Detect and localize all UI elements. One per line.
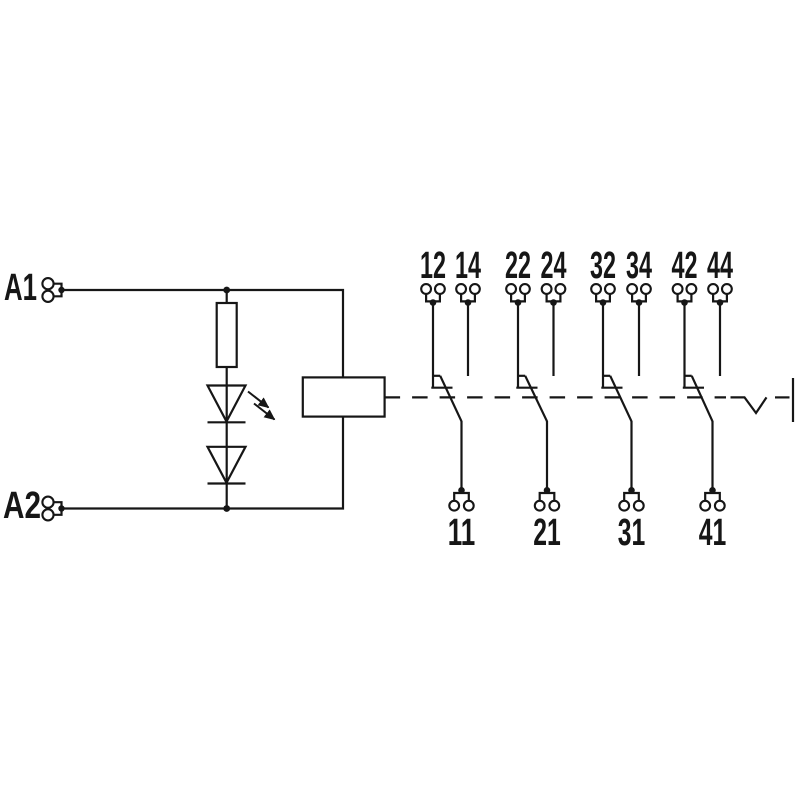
terminal-a2-node: [58, 505, 65, 512]
terminal-34-clamp-right: [639, 283, 652, 295]
terminal-42: 42: [672, 245, 698, 306]
terminal-11-bracket: [453, 491, 470, 501]
terminal-12: 12: [420, 245, 446, 306]
terminal-31-clamp-right: [632, 499, 645, 512]
terminal-22-label: 22: [505, 245, 531, 287]
terminal-31-label: 31: [618, 512, 646, 554]
terminal-31-bracket: [623, 491, 640, 501]
relay-pole-3: 32 34 31: [590, 245, 652, 554]
terminal-44-clamp-left: [707, 283, 720, 295]
terminal-31: 31: [618, 487, 646, 554]
terminal-41-clamp-right: [713, 499, 726, 512]
terminal-21: 21: [533, 487, 561, 554]
terminal-41: 41: [699, 487, 727, 554]
led-arrow-2: [253, 402, 276, 421]
terminal-12-clamp-left: [420, 283, 433, 295]
terminal-14-clamp-right: [468, 283, 481, 295]
terminal-a1-clamp-lower: [41, 289, 55, 303]
terminal-42-clamp-left: [671, 283, 684, 295]
terminal-24: 24: [541, 245, 567, 306]
terminal-44: 44: [707, 245, 733, 306]
relay-pole-1: 12 14 11: [420, 245, 481, 554]
terminal-24-clamp-right: [554, 283, 567, 295]
led-emission-arrows-icon: [247, 390, 276, 421]
terminal-a2: A2: [3, 485, 65, 527]
terminal-42-clamp-right: [685, 283, 698, 295]
coil-input-circuit: A1 A2: [3, 267, 386, 527]
terminal-14-label: 14: [455, 245, 481, 287]
terminal-24-clamp-left: [540, 283, 553, 295]
terminal-12-label: 12: [420, 245, 446, 287]
terminal-14-clamp-left: [455, 283, 468, 295]
terminal-a1-label: A1: [4, 267, 37, 309]
terminal-24-label: 24: [541, 245, 567, 287]
diode-icon: [205, 445, 248, 486]
terminal-32-clamp-left: [590, 283, 603, 295]
terminal-32-clamp-right: [603, 283, 616, 295]
relay-coil-icon: [301, 376, 386, 418]
terminal-34-clamp-left: [626, 283, 639, 295]
terminal-21-clamp-left: [533, 499, 546, 512]
terminal-32-label: 32: [590, 245, 616, 287]
terminal-a1-node: [58, 286, 65, 294]
terminal-11: 11: [448, 487, 476, 554]
led-diode-icon: [205, 384, 248, 424]
pole-4-contact-arm: [690, 375, 714, 422]
terminal-11-label: 11: [448, 512, 476, 554]
terminal-a2-clamp-upper: [41, 495, 55, 509]
terminal-21-bracket: [538, 491, 556, 501]
terminal-a2-clamp-lower: [41, 508, 55, 522]
pole-2-contact-arm: [524, 375, 548, 422]
terminal-41-label: 41: [699, 512, 727, 554]
relay-pole-2: 22 24 21: [505, 245, 567, 554]
terminal-34-label: 34: [626, 245, 652, 287]
terminal-42-label: 42: [672, 245, 698, 287]
led-arrow-1: [247, 390, 270, 409]
terminal-a1: A1: [4, 267, 65, 309]
pole-3-contact-arm: [609, 375, 633, 422]
junction-dot-bottom: [223, 505, 231, 512]
supply-loop-wire: [61, 288, 345, 510]
terminal-31-clamp-left: [618, 499, 631, 512]
terminal-41-bracket: [704, 491, 721, 501]
terminal-22-clamp-right: [518, 283, 531, 295]
terminal-a2-label: A2: [3, 485, 41, 527]
terminal-a1-clamp-upper: [41, 277, 55, 291]
terminal-44-label: 44: [707, 245, 733, 287]
resistor-icon: [215, 301, 238, 369]
relay-pole-4: 42 44 41: [672, 245, 734, 554]
terminal-11-clamp-left: [448, 499, 461, 512]
terminal-41-clamp-left: [699, 499, 712, 512]
terminal-12-clamp-right: [433, 283, 446, 295]
terminal-22: 22: [505, 245, 531, 306]
terminal-34: 34: [626, 245, 652, 306]
terminal-32: 32: [590, 245, 616, 306]
terminal-11-clamp-right: [462, 499, 475, 512]
terminal-44-clamp-right: [720, 283, 733, 295]
linkage-v-notch-icon: [730, 396, 768, 415]
pole-1-contact-arm: [439, 375, 463, 422]
mechanical-linkage: [384, 378, 795, 422]
terminal-21-label: 21: [533, 512, 561, 554]
junction-dot-top: [223, 286, 231, 294]
terminal-14: 14: [455, 245, 481, 306]
terminal-22-clamp-left: [505, 283, 518, 295]
terminal-21-clamp-right: [548, 499, 561, 512]
